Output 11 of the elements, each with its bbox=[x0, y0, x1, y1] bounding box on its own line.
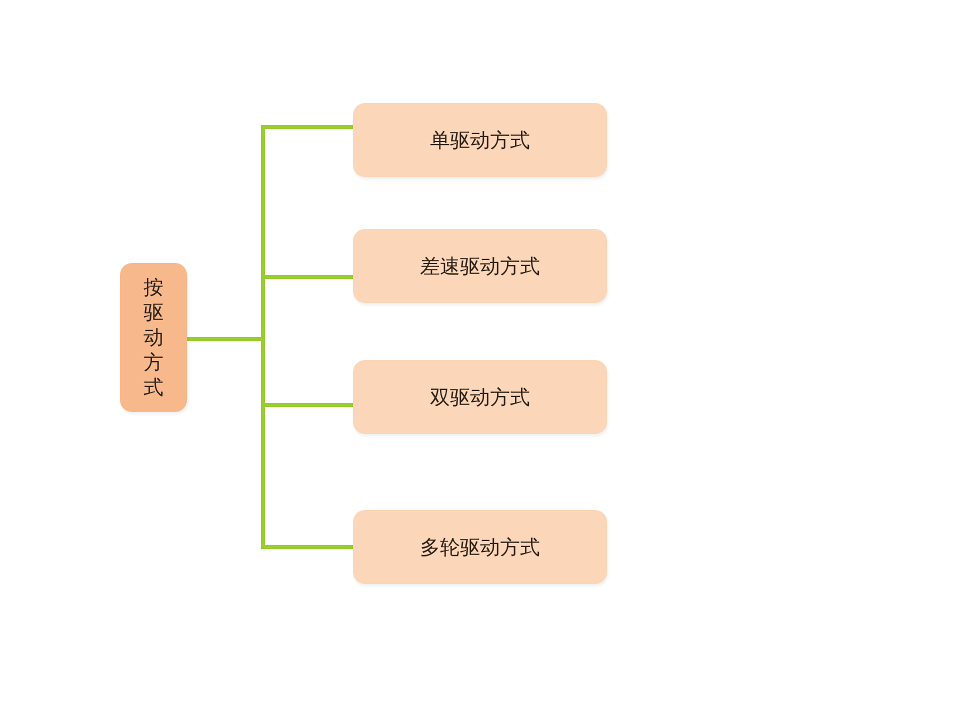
root-box bbox=[120, 263, 187, 412]
branch-box bbox=[353, 103, 607, 177]
branch-box bbox=[353, 229, 607, 303]
box-label: 多轮驱动方式 bbox=[420, 535, 540, 559]
box-label: 双驱动方式 bbox=[430, 385, 530, 409]
box-label: 单驱动方式 bbox=[430, 128, 530, 152]
branch-box bbox=[353, 360, 607, 434]
branch-box bbox=[353, 510, 607, 584]
connector-line bbox=[187, 337, 353, 549]
box-label: 差速驱动方式 bbox=[420, 254, 540, 278]
box-label: 按驱动方式 bbox=[142, 275, 164, 400]
